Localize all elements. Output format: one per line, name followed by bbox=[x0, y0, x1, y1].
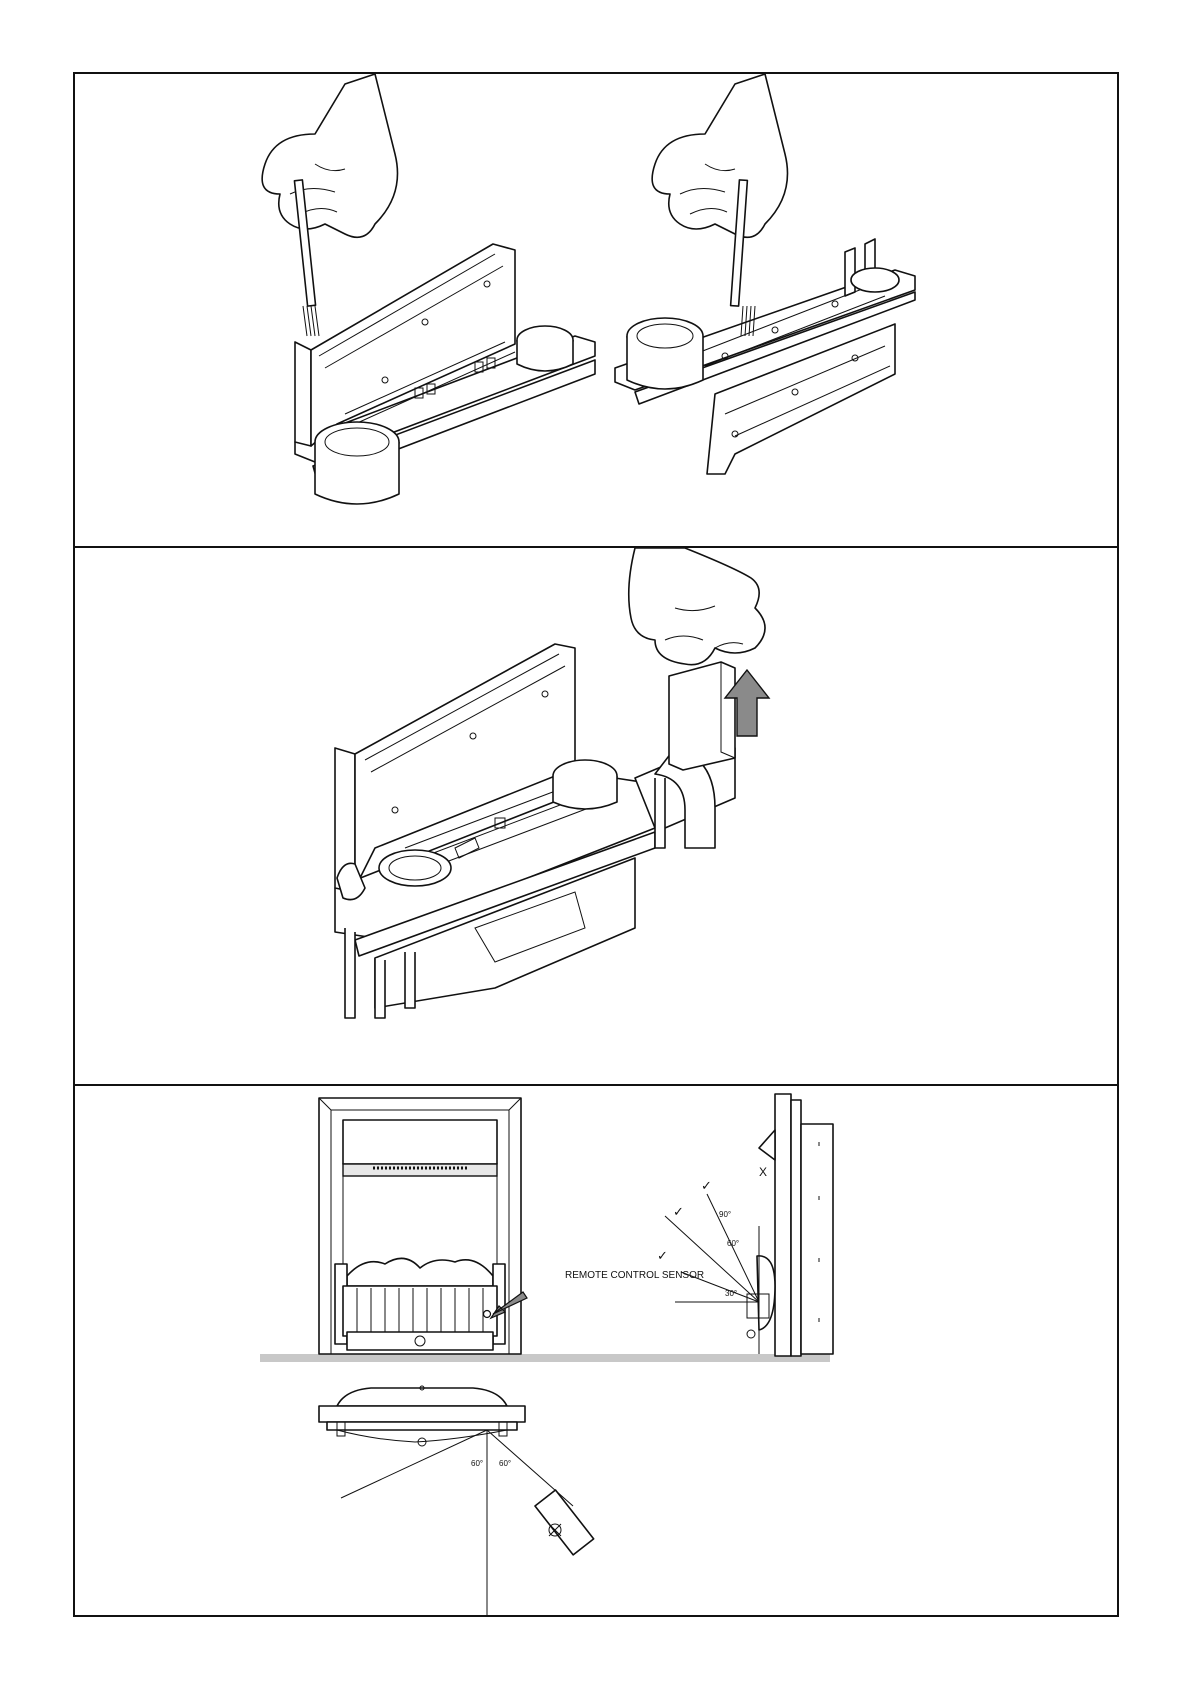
tank-left bbox=[295, 244, 595, 504]
angle-60-left-label: 60° bbox=[471, 1459, 483, 1468]
tank-right bbox=[615, 239, 915, 474]
remote-control-icon bbox=[535, 1490, 594, 1555]
sensor-dot bbox=[484, 1311, 491, 1318]
check-mark-icon: ✓ bbox=[657, 1248, 668, 1263]
floor-line bbox=[260, 1354, 830, 1362]
check-mark-icon: ✓ bbox=[673, 1204, 684, 1219]
fire-front-view bbox=[319, 1098, 521, 1354]
hand-icon bbox=[629, 548, 765, 665]
fire-top-view bbox=[319, 1386, 525, 1446]
remote-sensor-panel: REMOTE CONTROL SENSOR 90° 60° bbox=[73, 1084, 1119, 1617]
fire-side-view bbox=[747, 1094, 833, 1356]
check-mark-icon: ✓ bbox=[701, 1178, 712, 1193]
hand-icon bbox=[262, 74, 397, 237]
tank-cap bbox=[669, 662, 735, 770]
cleaning-tank-panel bbox=[73, 72, 1119, 548]
cross-mark-icon: X bbox=[759, 1165, 767, 1179]
angle-30-label: 30° bbox=[725, 1289, 737, 1298]
remove-tank-illustration bbox=[75, 548, 1121, 1088]
cleaning-tank-illustration bbox=[75, 74, 1121, 550]
remove-tank-panel bbox=[73, 546, 1119, 1086]
hand-icon bbox=[652, 74, 787, 237]
angle-60-right-label: 60° bbox=[499, 1459, 511, 1468]
angle-90-label: 90° bbox=[719, 1210, 731, 1219]
angle-60-side-label: 60° bbox=[727, 1239, 739, 1248]
top-view-angle-lines bbox=[341, 1430, 573, 1616]
remote-sensor-label: REMOTE CONTROL SENSOR bbox=[565, 1270, 704, 1281]
remote-sensor-illustration: REMOTE CONTROL SENSOR 90° 60° bbox=[75, 1086, 1121, 1619]
